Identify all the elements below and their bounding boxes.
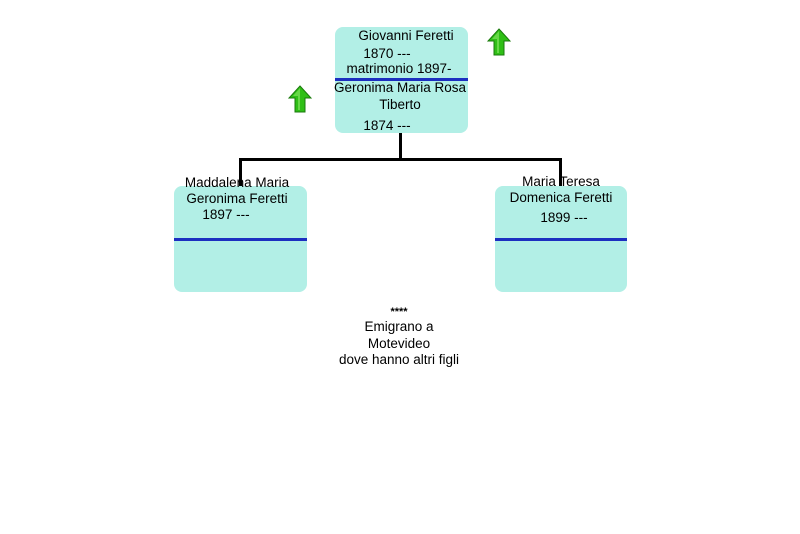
parents-drop-line [399, 133, 402, 159]
note-line1: Emigrano a [364, 319, 434, 334]
note-line3: dove hanno altri figli [338, 352, 460, 367]
child2-name: Maria Teresa [522, 174, 600, 189]
child2-drop-line [559, 158, 562, 186]
parents-separator [335, 78, 468, 81]
note-line2: Motevideo [367, 335, 431, 351]
marriage-label: matrimonio 1897- [346, 61, 452, 76]
mother-name: Geronima Maria Rosa [333, 80, 467, 95]
child1-drop-line [239, 158, 242, 186]
mother-parents-arrow-icon[interactable] [288, 85, 312, 113]
child2-separator [495, 238, 627, 241]
child2-name-line2: Domenica Feretti [509, 190, 613, 205]
father-dates: 1870 --- [363, 46, 411, 61]
child1-name: Maddalena Maria [184, 175, 290, 190]
sibling-bar [239, 158, 562, 161]
child1-dates: 1897 --- [202, 207, 250, 222]
mother-name-line2: Tiberto [379, 97, 421, 112]
father-name: Giovanni Feretti [358, 28, 454, 43]
child1-separator [174, 238, 307, 241]
child1-name-line2: Geronima Feretti [186, 191, 288, 206]
father-parents-arrow-icon[interactable] [487, 28, 511, 56]
emigration-note: **** Emigrano a Motevideo dove hanno alt… [300, 306, 498, 369]
mother-dates: 1874 --- [363, 118, 411, 133]
note-stars: **** [390, 306, 408, 318]
child2-dates: 1899 --- [540, 210, 588, 225]
